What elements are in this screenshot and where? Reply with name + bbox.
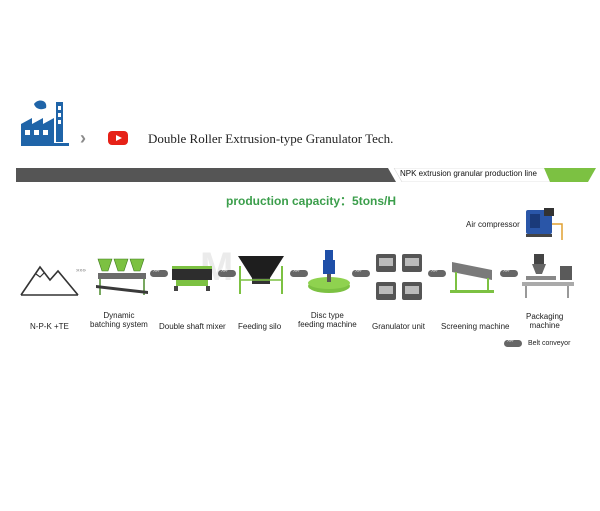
belt-conveyor-legend-icon [504, 337, 522, 347]
label-disc-text: Disc type feeding machine [298, 311, 357, 329]
belt-arrow [150, 267, 168, 277]
belt-arrow [290, 267, 308, 277]
chevron-right-icon: › [80, 128, 86, 148]
label-belt-conveyor: Belt conveyor [528, 340, 571, 347]
belt-arrow [218, 267, 236, 277]
production-capacity: production capacity：5tons/H [226, 194, 397, 208]
label-screening: Screening machine [441, 322, 510, 331]
label-mixer: Double shaft mixer [159, 322, 226, 331]
label-granulator: Granulator unit [372, 322, 425, 331]
youtube-icon[interactable] [108, 131, 128, 145]
raw-material-icon [20, 262, 80, 301]
label-silo: Feeding silo [238, 322, 282, 331]
packaging-machine-image [520, 252, 576, 305]
flow-arrow: »»» [76, 268, 87, 274]
belt-arrow [352, 267, 370, 277]
label-packaging-text: Packaging machine [526, 312, 564, 330]
air-compressor-image [522, 206, 572, 247]
label-air-compressor: Air compressor [466, 220, 520, 229]
feeding-silo-image [236, 254, 286, 301]
batching-system-image [94, 255, 150, 302]
label-disc: Disc type feeding machine [298, 311, 357, 329]
line-banner [16, 167, 596, 183]
label-npk: N-P-K +TE [30, 322, 69, 331]
label-batching: Dynamic batching system [90, 311, 148, 329]
belt-arrow [428, 267, 446, 277]
screening-machine-image [448, 256, 496, 301]
disc-feeder-image [306, 248, 352, 303]
label-batching-text: Dynamic batching system [90, 311, 148, 329]
page-title: Double Roller Extrusion-type Granulator … [148, 131, 394, 146]
mixer-image [170, 262, 214, 297]
label-packaging: Packaging machine [526, 312, 563, 330]
belt-arrow [500, 267, 518, 277]
granulator-unit-image [374, 252, 426, 309]
line-name: NPK extrusion granular production line [400, 169, 537, 178]
factory-icon [20, 100, 72, 153]
